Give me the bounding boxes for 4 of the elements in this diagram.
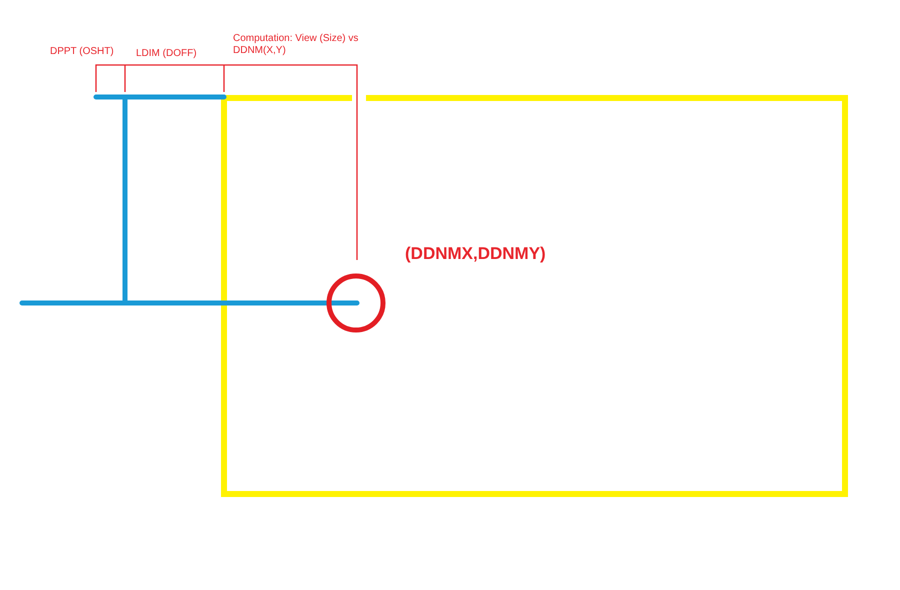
coordinate-label: (DDNMX,DDNMY): [405, 244, 546, 264]
dimension-label: LDIM (DOFF): [136, 48, 197, 60]
dimension-label: DPPT (OSHT): [50, 46, 114, 58]
dimension-label: Computation: View (Size) vs DDNM(X,Y): [233, 33, 360, 56]
